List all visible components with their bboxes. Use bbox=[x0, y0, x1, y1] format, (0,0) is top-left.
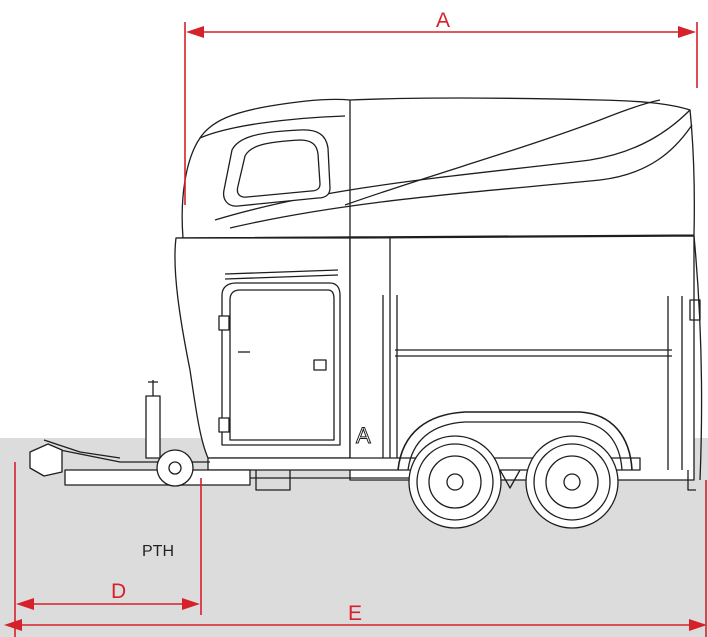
vent-strip bbox=[224, 269, 339, 280]
swoosh-decor-2 bbox=[229, 124, 693, 229]
chassis-under bbox=[250, 470, 410, 491]
jockey-wheel bbox=[156, 449, 194, 487]
jockey-wheel-hub bbox=[168, 461, 182, 475]
wall-post-rear bbox=[667, 296, 683, 470]
rear-stand bbox=[687, 470, 696, 491]
coupling-head bbox=[29, 443, 63, 477]
dim-a-arrow-right bbox=[678, 26, 696, 38]
front-window bbox=[222, 129, 331, 207]
rear-edge bbox=[693, 235, 703, 481]
horse-trailer bbox=[29, 97, 703, 529]
door-hinge-upper bbox=[218, 315, 230, 331]
dim-d-label: D bbox=[111, 580, 126, 603]
door-handle bbox=[313, 359, 327, 371]
door-hinge-lower bbox=[218, 417, 230, 433]
dim-a-arrow-left bbox=[186, 26, 204, 38]
side-door bbox=[221, 282, 341, 446]
roof-front-curve bbox=[199, 115, 346, 139]
wheel-front bbox=[408, 435, 502, 529]
wheel-rear bbox=[525, 435, 619, 529]
swoosh-decor-3 bbox=[344, 99, 661, 206]
dim-e-label: E bbox=[348, 602, 362, 625]
dim-d-arrow-left bbox=[16, 598, 34, 610]
mudguard-inner bbox=[407, 421, 623, 471]
side-wall bbox=[349, 235, 695, 481]
dim-e-arrow-left bbox=[4, 619, 22, 631]
side-door-inner bbox=[229, 289, 335, 441]
jockey-post bbox=[145, 395, 161, 459]
mudguard bbox=[397, 411, 633, 471]
trailer-logo: A bbox=[356, 423, 371, 448]
jockey-handle bbox=[148, 380, 158, 396]
front-window-inner bbox=[236, 139, 321, 198]
dimension-lines bbox=[4, 22, 707, 637]
coupling-lever bbox=[43, 439, 121, 459]
wall-post-front bbox=[382, 295, 398, 470]
rear-light bbox=[689, 299, 701, 321]
pth-label: PTH bbox=[142, 543, 174, 560]
dim-e-arrow-right bbox=[689, 619, 707, 631]
dim-d-arrow-right bbox=[182, 598, 200, 610]
axle-link bbox=[499, 469, 521, 489]
dim-a-label: A bbox=[436, 9, 450, 32]
